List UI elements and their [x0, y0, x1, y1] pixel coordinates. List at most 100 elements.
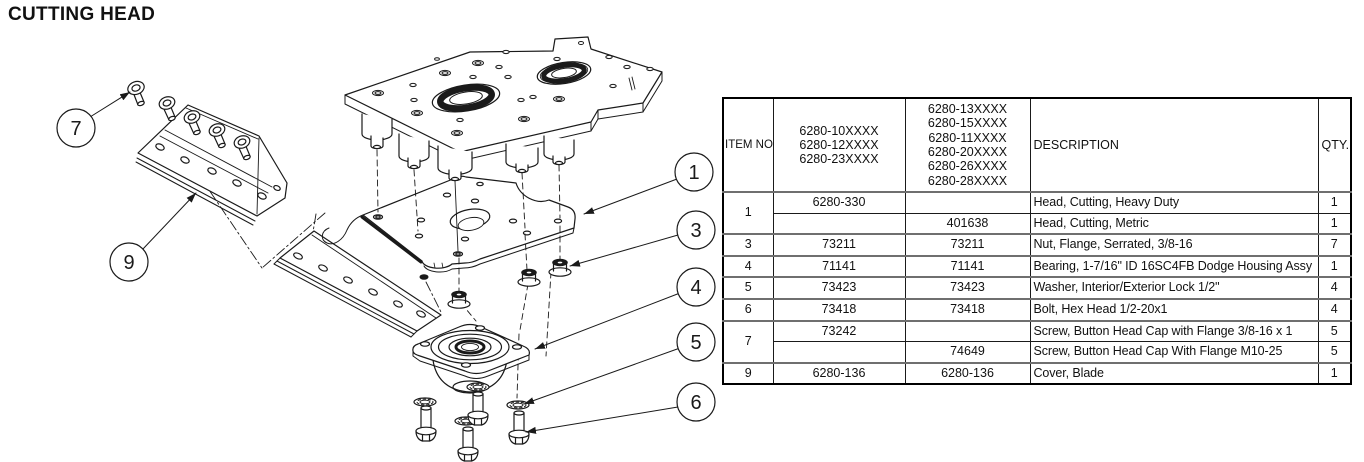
standoff	[398, 133, 430, 170]
cell-model-a	[772, 212, 906, 235]
cell-qty: 1	[1317, 361, 1352, 385]
model-line: 6280-15XXXX	[927, 116, 1008, 131]
page-title: CUTTING HEAD	[8, 4, 156, 25]
hex-bolts	[415, 391, 530, 462]
cell-description: Head, Cutting, Metric	[1029, 212, 1319, 235]
hex-bolt	[467, 391, 489, 426]
cell-item: 6	[722, 297, 774, 322]
leader-7	[89, 91, 131, 118]
table-row: 1 6280-330 Head, Cutting, Heavy Duty 1	[722, 191, 1352, 235]
balloon-6: 6	[676, 382, 716, 422]
bearing-seat-right	[536, 61, 592, 85]
table-row: 74649 Screw, Button Head Cap With Flange…	[723, 341, 1352, 364]
svg-text:6: 6	[690, 392, 701, 414]
model-line: 6280-20XXXX	[927, 145, 1008, 159]
svg-text:3: 3	[690, 220, 701, 242]
cell-model-a: 6280-136	[772, 361, 906, 385]
standoffs	[361, 113, 575, 182]
model-line: 6280-28XXXX	[927, 173, 1008, 188]
col-header-description: DESCRIPTION	[1029, 97, 1319, 193]
parts-table: ITEM NO. 6280-10XXXX 6280-12XXXX 6280-23…	[722, 97, 1352, 386]
cell-model-b: 73418	[904, 297, 1031, 322]
cell-description: Head, Cutting, Heavy Duty	[1029, 191, 1319, 214]
cell-description: Bearing, 1-7/16" ID 16SC4FB Dodge Housin…	[1029, 254, 1319, 278]
flange-nut	[548, 258, 572, 277]
button-head-screws	[158, 96, 251, 161]
lock-washer	[466, 382, 490, 392]
screw	[208, 123, 226, 149]
cover-holes	[155, 143, 281, 200]
cell-item: 1	[722, 191, 774, 235]
table-row: 7 73242 Screw, Button Head Cap with Flan…	[722, 319, 1352, 364]
balloon-leaders	[89, 91, 681, 434]
screw	[158, 96, 176, 122]
cell-qty: 1	[1317, 191, 1352, 214]
screw	[233, 135, 251, 161]
balloon-3: 3	[676, 210, 716, 250]
cell-item: 9	[722, 361, 774, 385]
table-row: 6 73418 73418 Bolt, Hex Head 1/2-20x1 4	[722, 297, 1352, 322]
cell-model-a	[772, 341, 906, 364]
table-row: 5 73423 73423 Washer, Interior/Exterior …	[722, 276, 1352, 300]
flange-nuts	[447, 258, 572, 309]
cell-model-a: 73211	[772, 233, 906, 257]
top-plate-holes	[372, 49, 654, 137]
cell-qty: 5	[1317, 319, 1352, 343]
hex-bolt	[508, 410, 530, 445]
cell-item: 4	[722, 254, 774, 278]
model-line: 6280-13XXXX	[927, 102, 1008, 117]
cell-description: Screw, Button Head Cap with Flange 3/8-1…	[1029, 319, 1319, 343]
cell-item: 3	[722, 233, 774, 257]
leader-1	[583, 178, 678, 215]
balloon-7: 7	[56, 108, 96, 148]
model-line: 6280-11XXXX	[928, 130, 1007, 145]
balloon-1: 1	[674, 152, 714, 192]
model-line: 6280-12XXXX	[799, 137, 879, 152]
svg-text:9: 9	[123, 252, 134, 274]
standoff	[437, 145, 473, 182]
table-row: 3 73211 73211 Nut, Flange, Serrated, 3/8…	[722, 233, 1352, 257]
col-header-qty: QTY.	[1317, 97, 1352, 193]
cell-model-b	[904, 319, 1031, 343]
cell-model-a: 73418	[772, 297, 906, 322]
cell-model-b	[904, 191, 1031, 214]
cell-qty: 1	[1317, 212, 1352, 235]
standoff	[361, 113, 393, 150]
bearing-seat-left	[431, 83, 501, 113]
standoff	[505, 143, 539, 174]
cell-item: 7	[722, 319, 774, 364]
model-line: 6280-26XXXX	[927, 159, 1008, 174]
screw-item7	[127, 80, 145, 107]
cell-qty: 7	[1317, 233, 1352, 257]
svg-text:4: 4	[690, 277, 701, 299]
cell-description: Nut, Flange, Serrated, 3/8-16	[1029, 233, 1319, 257]
cell-model-b: 6280-136	[904, 361, 1031, 385]
bearing-housing	[412, 323, 530, 394]
cell-item: 5	[722, 276, 774, 300]
top-plate	[344, 36, 663, 182]
cell-model-b: 74649	[904, 341, 1031, 364]
standoff	[543, 135, 575, 166]
balloon-9: 9	[109, 242, 149, 282]
cell-model-a: 6280-330	[772, 191, 906, 214]
dark-hole	[419, 274, 429, 280]
hex-bolt	[415, 405, 437, 442]
cell-qty: 1	[1317, 254, 1352, 278]
cell-model-a: 71141	[772, 254, 906, 278]
cell-model-a: 73423	[772, 276, 906, 300]
col-header-models-a: 6280-10XXXX 6280-12XXXX 6280-23XXXX	[772, 97, 906, 193]
cell-model-b: 73423	[904, 276, 1031, 300]
cell-model-a: 73242	[772, 319, 906, 343]
cell-qty: 4	[1317, 276, 1352, 300]
cell-description: Screw, Button Head Cap With Flange M10-2…	[1029, 341, 1319, 364]
col-header-models-b: 6280-13XXXX 6280-15XXXX 6280-11XXXX 6280…	[904, 97, 1031, 193]
cell-model-b: 73211	[904, 233, 1031, 257]
balloon-4: 4	[676, 267, 716, 307]
cell-description: Cover, Blade	[1029, 361, 1319, 385]
model-line: 6280-10XXXX	[799, 123, 879, 138]
cell-qty: 4	[1317, 297, 1352, 322]
blade-plate-holes	[293, 252, 426, 318]
leader-4	[534, 292, 681, 350]
col-header-item-no: ITEM NO.	[722, 97, 774, 193]
